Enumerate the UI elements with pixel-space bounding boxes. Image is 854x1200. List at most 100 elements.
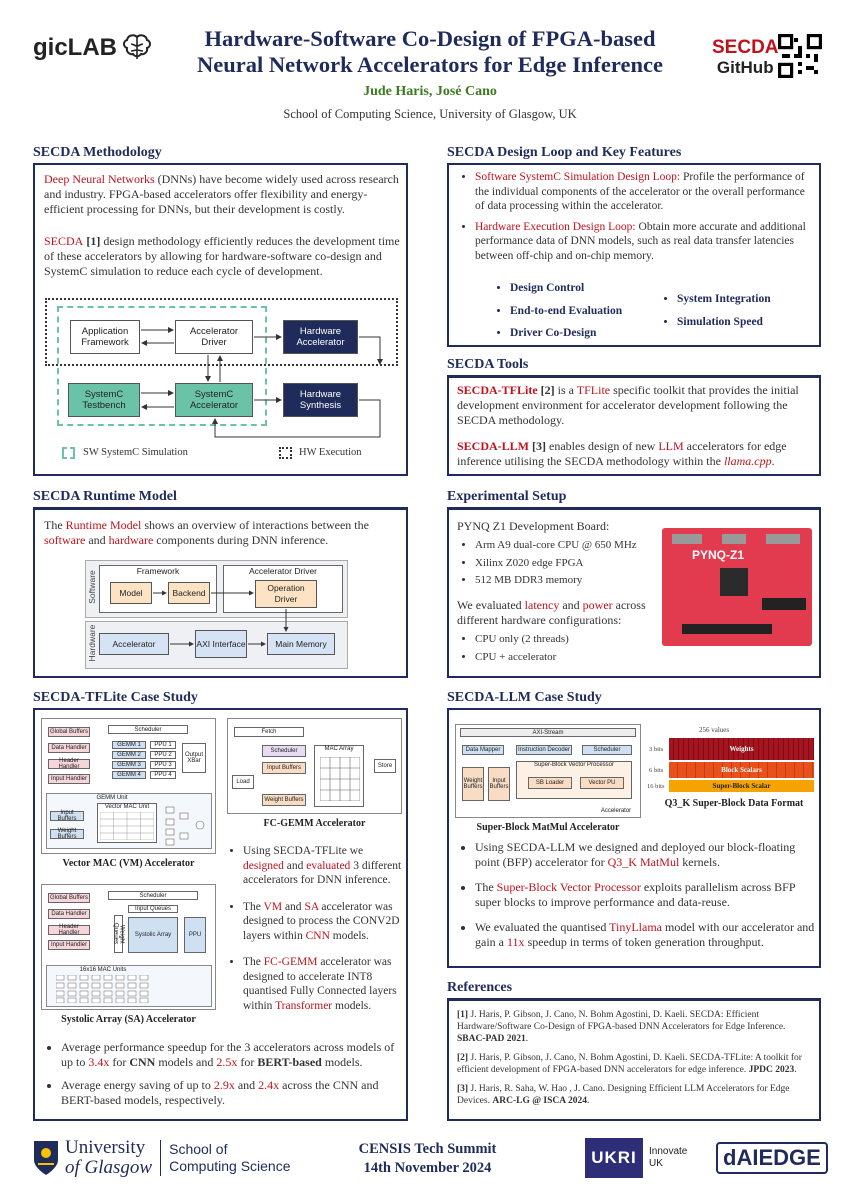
methodology-p1: Deep Neural Networks (DNNs) have become … bbox=[44, 172, 400, 217]
ref-text: J. Haris, P. Gibson, J. Cano, N. Bohm Ag… bbox=[457, 1010, 786, 1032]
eval-text: We evaluated latency and power across di… bbox=[457, 598, 662, 628]
axi-node: AXI Interface bbox=[195, 630, 247, 658]
event-info: CENSIS Tech Summit 14th November 2024 bbox=[330, 1140, 525, 1178]
board-connector bbox=[722, 534, 746, 544]
board-connector bbox=[672, 534, 702, 544]
hw-loop-term: Hardware Execution Design Loop: bbox=[475, 220, 636, 233]
tflite-bullet-1: Using SECDA-TFLite we designed and evalu… bbox=[243, 844, 402, 888]
fc-fetch: Fetch bbox=[234, 727, 304, 737]
lb1-b: kernels. bbox=[679, 855, 720, 869]
s2-b: and bbox=[234, 1078, 259, 1092]
design-loop-heading: SECDA Design Loop and Key Features bbox=[447, 145, 821, 165]
driver-node: Accelerator Driver bbox=[175, 320, 253, 354]
poster-title: Hardware-Software Co-Design of FPGA-base… bbox=[170, 26, 690, 78]
vm-term: VM bbox=[263, 900, 283, 913]
sa-systolic-array: Systolic Array bbox=[128, 917, 178, 953]
cnn-term: CNN bbox=[305, 929, 330, 942]
legend-sw-swatch bbox=[62, 447, 75, 459]
title-line-2: Neural Network Accelerators for Edge Inf… bbox=[197, 52, 663, 77]
sa-mac-label: 16x16 MAC Units bbox=[79, 966, 127, 973]
feature-item: Driver Co-Design bbox=[510, 326, 622, 341]
hw-loop-text: Obtain more accurate and additional perf… bbox=[475, 220, 806, 262]
vm-caption: Vector MAC (VM) Accelerator bbox=[62, 858, 195, 869]
llm-bullet-2: The Super-Block Vector Processor exploit… bbox=[475, 880, 815, 910]
tb1-c: 3 different accelerators for DNN inferen… bbox=[243, 859, 402, 887]
tool-tflite: SECDA-TFLite [2] is a TFLite specific to… bbox=[457, 383, 815, 428]
vm-ppu-3: PPU 3 bbox=[150, 761, 176, 769]
board-label: PYNQ-Z1 bbox=[692, 548, 745, 562]
feature-item: System Integration bbox=[677, 292, 771, 307]
llm-bullet-1: Using SECDA-LLM we designed and deployed… bbox=[475, 840, 815, 870]
input-buffers: Input Buffers bbox=[488, 767, 510, 801]
q3-weights-row: Weights bbox=[669, 738, 814, 760]
q3-weights-label: Weights bbox=[729, 745, 754, 753]
board-connector bbox=[766, 534, 800, 544]
dnn-term: Deep Neural Networks bbox=[44, 172, 155, 186]
tflite-summary-speedup: Average performance speedup for the 3 ac… bbox=[61, 1040, 403, 1070]
q3k-term: Q3_K MatMul bbox=[607, 855, 680, 869]
board-header bbox=[682, 624, 772, 634]
gemm-unit-label: GEMM Unit bbox=[96, 794, 128, 801]
framework-label: Framework bbox=[136, 566, 180, 576]
daiedge-logo: dAIEDGE bbox=[716, 1142, 828, 1174]
setup-heading: Experimental Setup bbox=[447, 489, 821, 509]
ref-3: [3] bbox=[529, 439, 547, 453]
t2-end: . bbox=[771, 454, 775, 468]
ref-2: [2] bbox=[537, 383, 555, 397]
innovate-line-2: UK bbox=[649, 1158, 663, 1169]
tool-llm: SECDA-LLM [3] enables design of new LLM … bbox=[457, 439, 815, 469]
methodology-box: Deep Neural Networks (DNNs) have become … bbox=[33, 163, 408, 476]
design-loop-item-sw: Software SystemC Simulation Design Loop:… bbox=[475, 170, 814, 214]
methodology-p2: SECDA [1] design methodology efficiently… bbox=[44, 234, 400, 279]
llm-case-box: AXI-Stream Data Mapper Instruction Decod… bbox=[447, 708, 821, 968]
ref-num: [3] bbox=[457, 1084, 469, 1094]
ref-venue: JPDC 2023 bbox=[748, 1065, 795, 1075]
sbvp-term: Super-Block Vector Processor bbox=[496, 880, 641, 894]
data-mapper: Data Mapper bbox=[462, 745, 504, 755]
rt-c: and bbox=[85, 533, 109, 547]
event-date: 14th November 2024 bbox=[363, 1160, 492, 1176]
tb1-a: Using SECDA-TFLite we bbox=[243, 845, 364, 857]
q3-super-block-row: Super-Block Scalar bbox=[669, 780, 814, 792]
tools-box: SECDA-TFLite [2] is a TFLite specific to… bbox=[447, 376, 821, 476]
tb3-c: models. bbox=[332, 999, 372, 1012]
reference-3: [3] J. Haris, R. Saha, W. Hao , J. Cano.… bbox=[457, 1083, 811, 1107]
design-loop-list: Software SystemC Simulation Design Loop:… bbox=[459, 170, 814, 269]
reference-2: [2] J. Haris, P. Gibson, J. Cano, N. Boh… bbox=[457, 1052, 811, 1076]
weight-buffers: Weight Buffers bbox=[462, 767, 484, 801]
uofg-line-1: University bbox=[65, 1137, 146, 1158]
matmul-diagram: AXI-Stream Data Mapper Instruction Decod… bbox=[455, 724, 641, 818]
sa-diagram: Global Buffers Data Handler Header Handl… bbox=[41, 884, 216, 1010]
designed-term: designed bbox=[243, 859, 284, 872]
vm-input-handler: Input Handler bbox=[48, 774, 90, 784]
vm-adder-tree bbox=[165, 806, 205, 846]
feature-item: Simulation Speed bbox=[677, 315, 771, 330]
lb3-c: speedup in terms of token generation thr… bbox=[524, 935, 764, 949]
vm-gemm-1: GEMM 1 bbox=[112, 741, 146, 749]
ukri-logo: UKRI bbox=[585, 1138, 643, 1178]
latency-term: latency bbox=[524, 598, 560, 612]
github-logo-top: SECDA bbox=[712, 37, 779, 58]
qr-code[interactable] bbox=[778, 34, 822, 78]
ref-text: J. Haris, R. Saha, W. Hao , J. Cano. Des… bbox=[457, 1084, 790, 1106]
feature-item: End-to-end Evaluation bbox=[510, 304, 622, 319]
event-name: CENSIS Tech Summit bbox=[358, 1141, 497, 1157]
sa-global-buffers: Global Buffers bbox=[48, 893, 90, 903]
ref-num: [1] bbox=[457, 1010, 469, 1020]
authors: Jude Haris, José Cano bbox=[363, 84, 497, 99]
llm-case-heading: SECDA-LLM Case Study bbox=[447, 690, 821, 710]
sa-scheduler: Scheduler bbox=[108, 891, 198, 900]
tb2-b: and bbox=[282, 900, 305, 913]
hw-synthesis-node: Hardware Synthesis bbox=[283, 383, 358, 417]
innovate-uk-logo: Innovate UK bbox=[649, 1146, 687, 1170]
legend-hw-swatch bbox=[279, 447, 292, 459]
sa-caption: Systolic Array (SA) Accelerator bbox=[61, 1014, 196, 1025]
ev-b: and bbox=[559, 598, 583, 612]
sa-term: SA bbox=[304, 900, 319, 913]
ref-end: . bbox=[794, 1065, 797, 1075]
matmul-caption: Super-Block MatMul Accelerator bbox=[476, 822, 620, 833]
ref-1: [1] bbox=[83, 234, 101, 248]
s1-e: models. bbox=[321, 1055, 363, 1069]
lb3-b: model with our accelerator and gain a bbox=[475, 920, 815, 949]
sw-loop-term: Software SystemC Simulation Design Loop: bbox=[475, 171, 681, 183]
